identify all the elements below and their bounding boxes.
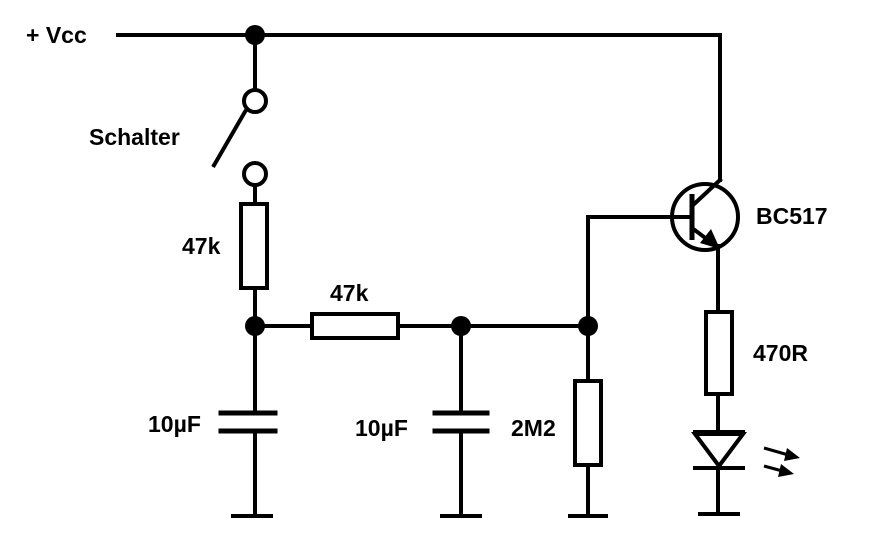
resistor-r2 [310, 312, 400, 340]
label-r2: 47k [330, 280, 369, 306]
label-r1: 47k [182, 233, 221, 259]
label-transistor: BC517 [756, 203, 828, 229]
transistor-emitter-arrow [700, 229, 720, 249]
switch-top-contact [242, 88, 268, 114]
led-triangle [691, 432, 747, 470]
label-switch: Schalter [89, 124, 180, 150]
switch-bottom-contact [242, 161, 268, 187]
switch-lever [211, 108, 248, 169]
label-c2: 10µF [355, 415, 408, 441]
resistor-r1 [239, 202, 269, 290]
transistor-collector-lead [689, 177, 723, 209]
junction-base-node [578, 316, 598, 336]
junction-left-node [245, 316, 265, 336]
label-vcc: + Vcc [26, 22, 87, 48]
junction-vcc [245, 25, 265, 45]
resistor-r4 [704, 310, 734, 396]
label-c1: 10µF [148, 411, 201, 437]
resistor-r3 [573, 379, 603, 467]
label-r3: 2M2 [511, 415, 556, 441]
junction-middle-node [451, 316, 471, 336]
led-ray-arrow-2 [778, 464, 794, 477]
led-ray-arrow-1 [784, 448, 800, 461]
label-r4: 470R [753, 340, 808, 366]
